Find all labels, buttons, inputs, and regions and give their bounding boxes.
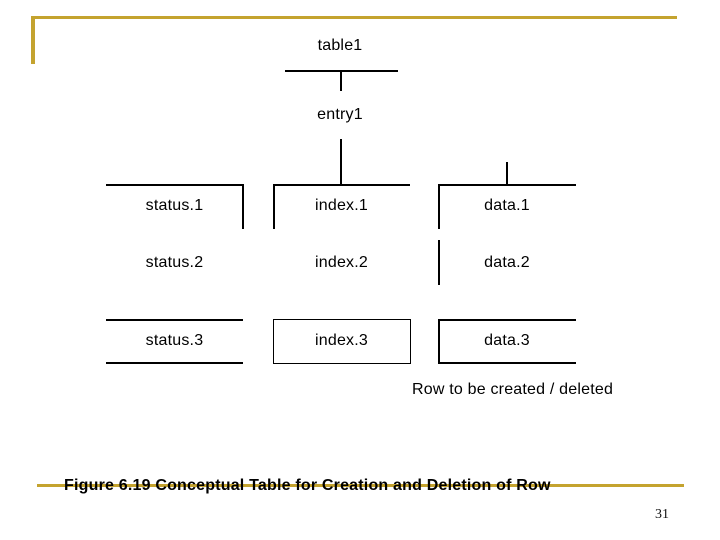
line-table1-underline (285, 70, 398, 72)
line-data1-top (438, 184, 576, 186)
line-status3-top (106, 319, 243, 321)
line-index1-top (273, 184, 410, 186)
page-number: 31 (655, 507, 669, 522)
box-index3 (273, 319, 411, 364)
line-status1-top (106, 184, 243, 186)
connector-data-column-stub (506, 162, 508, 184)
line-data2-left (438, 240, 440, 285)
cell-data-2: data.2 (484, 254, 530, 271)
cell-data-1: data.1 (484, 197, 530, 214)
annotation-row-created-deleted: Row to be created / deleted (412, 381, 614, 398)
line-data3-left (438, 319, 440, 363)
connector-table1-entry1 (340, 70, 342, 91)
cell-data-3: data.3 (484, 332, 530, 349)
line-data3-top (438, 319, 576, 321)
line-status1-right (242, 184, 244, 229)
cell-status-1: status.1 (145, 197, 204, 214)
node-entry1: entry1 (317, 106, 363, 123)
slide-top-border (31, 16, 677, 19)
slide-left-corner-border (31, 16, 35, 64)
slide-bottom-border (37, 484, 684, 487)
node-table1: table1 (317, 37, 363, 54)
cell-status-2: status.2 (145, 254, 204, 271)
line-data3-bottom (438, 362, 576, 364)
line-index1-left (273, 184, 275, 229)
line-data1-left (438, 184, 440, 229)
figure-caption: Figure 6.19 Conceptual Table for Creatio… (64, 477, 551, 494)
cell-index-2: index.2 (315, 254, 368, 271)
cell-status-3: status.3 (145, 332, 204, 349)
cell-index-3: index.3 (315, 332, 368, 349)
cell-index-1: index.1 (315, 197, 368, 214)
line-status3-bottom (106, 362, 243, 364)
connector-entry1-index-column (340, 139, 342, 184)
